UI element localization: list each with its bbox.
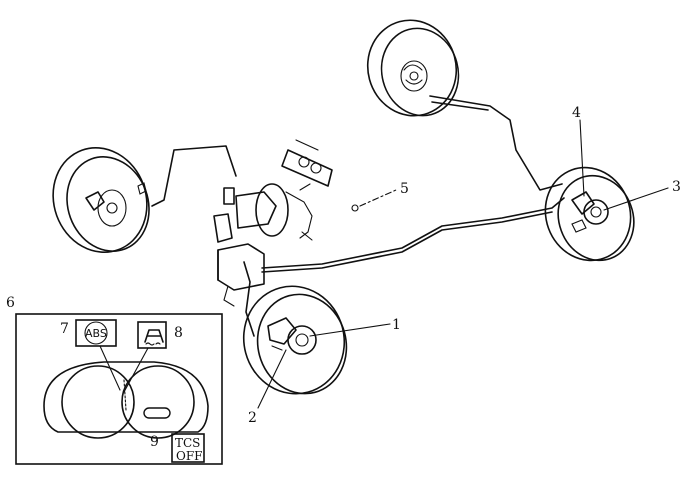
abs-indicator-box: [75, 319, 117, 347]
label-7: 7: [60, 321, 69, 337]
label-1: 1: [392, 317, 401, 333]
car-skid-icon: [144, 329, 164, 343]
label-9: 9: [150, 434, 159, 450]
hydraulic-unit: [213, 213, 265, 307]
tcs-off-line1: TCS: [175, 436, 200, 450]
label-8: 8: [174, 325, 183, 341]
abs-indicator-icon: [84, 321, 108, 345]
sensor-5: [351, 204, 359, 212]
leader-5: [359, 189, 397, 207]
leader-3: [603, 187, 669, 211]
label-5: 5: [400, 181, 409, 197]
abs-indicator-text: ABS: [85, 327, 107, 340]
rear-right-wheel: [544, 166, 635, 262]
brake-booster: [223, 183, 313, 241]
cluster-housing: [43, 361, 209, 433]
leader-4: [579, 119, 585, 197]
relay-plate: [281, 139, 333, 187]
leader-1: [309, 323, 391, 337]
skid-marks-icon: [145, 342, 161, 346]
traction-indicator-box: [137, 321, 167, 349]
left-gauge: [61, 365, 135, 439]
front-right-wheel: [242, 285, 348, 395]
instrument-cluster-inset: ABS TCS OFF: [15, 313, 223, 465]
right-gauge: [121, 365, 195, 439]
rear-left-wheel: [366, 19, 460, 117]
brake-lines: [151, 95, 565, 337]
label-3: 3: [672, 179, 681, 195]
leader-2: [257, 349, 287, 409]
odometer-window: [143, 407, 171, 419]
label-4: 4: [572, 105, 581, 121]
front-left-wheel: [52, 146, 150, 254]
leader-8: [123, 347, 149, 393]
tcs-off-line2: OFF: [176, 449, 203, 463]
cluster-divider: [123, 379, 127, 411]
label-2: 2: [248, 410, 257, 426]
tcs-off-indicator-box: [171, 433, 205, 463]
inset-frame: [15, 313, 223, 465]
label-6: 6: [6, 295, 15, 311]
